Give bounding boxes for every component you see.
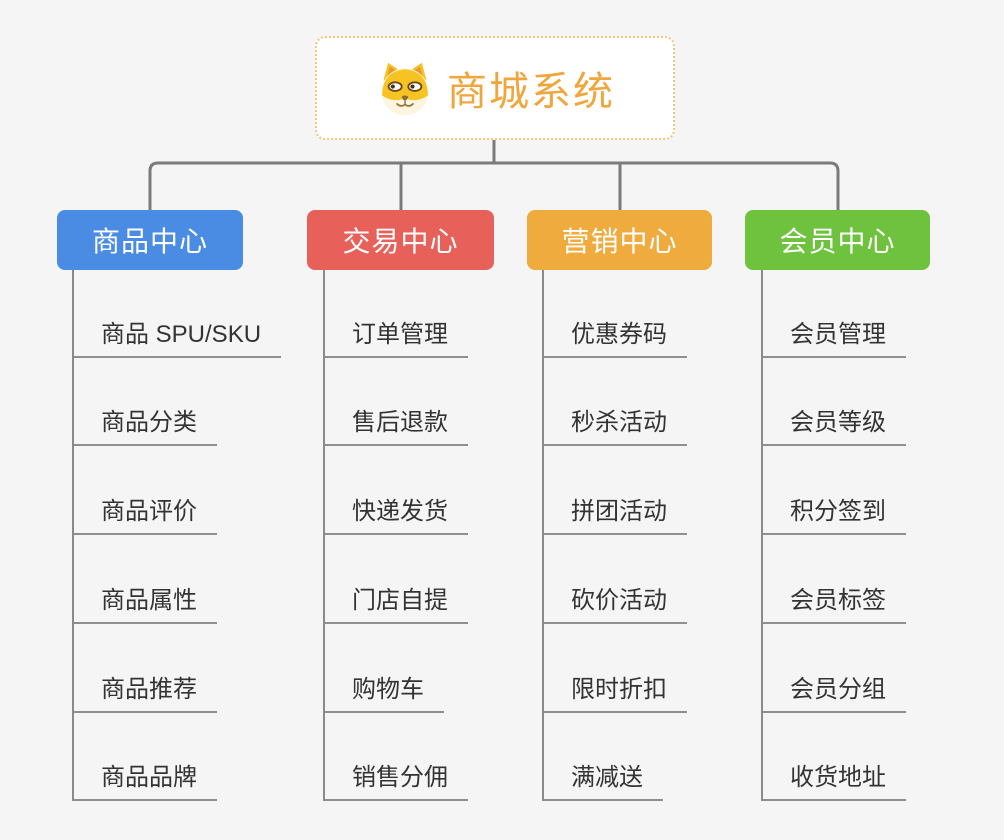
leaf-node[interactable]: 满减送 [544,757,663,801]
leaf-node[interactable]: 商品 SPU/SKU [74,314,282,358]
leaf-node[interactable]: 会员标签 [763,580,906,624]
leaf-node[interactable]: 商品推荐 [74,669,217,713]
leaf-node[interactable]: 会员等级 [763,402,906,446]
branch-column-marketing: 优惠券码 秒杀活动 拼团活动 砍价活动 限时折扣 满减送 [542,270,784,801]
leaf-node[interactable]: 积分签到 [763,491,906,535]
leaf-node[interactable]: 商品评价 [74,491,217,535]
branch-header-product-center[interactable]: 商品中心 [57,210,243,270]
branch-column-trade: 订单管理 售后退款 快递发货 门店自提 购物车 销售分佣 [323,270,565,801]
leaf-node[interactable]: 快递发货 [325,491,468,535]
leaf-node[interactable]: 拼团活动 [544,491,687,535]
root-title: 商城系统 [447,70,615,114]
root-node[interactable]: 商城系统 [315,36,675,140]
leaf-node[interactable]: 优惠券码 [544,314,687,358]
branch-column-member: 会员管理 会员等级 积分签到 会员标签 会员分组 收货地址 [761,270,1003,801]
leaf-node[interactable]: 会员分组 [763,669,906,713]
leaf-node[interactable]: 收货地址 [763,757,906,801]
branch-header-trade-center[interactable]: 交易中心 [307,210,494,270]
leaf-node[interactable]: 销售分佣 [325,757,468,801]
leaf-node[interactable]: 商品属性 [74,580,217,624]
leaf-node[interactable]: 门店自提 [325,580,468,624]
leaf-node[interactable]: 商品分类 [74,402,217,446]
branch-header-member-center[interactable]: 会员中心 [745,210,930,270]
leaf-node[interactable]: 秒杀活动 [544,402,687,446]
leaf-node[interactable]: 商品品牌 [74,757,217,801]
leaf-node[interactable]: 砍价活动 [544,580,687,624]
leaf-node[interactable]: 会员管理 [763,314,906,358]
dog-face-icon [381,62,429,116]
leaf-node[interactable]: 限时折扣 [544,669,687,713]
leaf-node[interactable]: 购物车 [325,669,444,713]
branch-header-marketing-center[interactable]: 营销中心 [527,210,712,270]
leaf-node[interactable]: 订单管理 [325,314,468,358]
branch-column-product: 商品 SPU/SKU 商品分类 商品评价 商品属性 商品推荐 商品品牌 [72,270,314,801]
leaf-node[interactable]: 售后退款 [325,402,468,446]
